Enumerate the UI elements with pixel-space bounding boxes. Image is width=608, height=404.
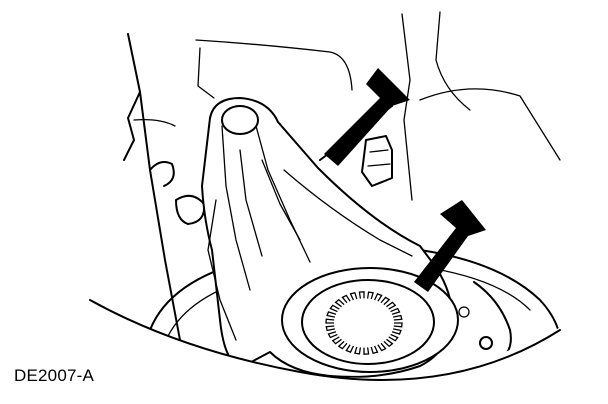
spline-tooth bbox=[380, 296, 391, 306]
spline-tooth bbox=[325, 318, 335, 324]
spline-tooth bbox=[377, 342, 387, 352]
spline-tooth bbox=[349, 291, 358, 301]
spline-tooth bbox=[337, 340, 348, 350]
spline-tooth bbox=[370, 345, 379, 355]
spline-tooth bbox=[366, 291, 374, 300]
view-boundary-arc bbox=[89, 299, 561, 381]
spline-tooth bbox=[345, 344, 354, 353]
spline-teeth bbox=[325, 291, 403, 355]
spline-tooth bbox=[386, 301, 397, 310]
spline-tooth bbox=[374, 293, 383, 302]
spline-tooth bbox=[325, 325, 336, 332]
spline-tooth bbox=[334, 298, 345, 308]
arrow-pointer-icon bbox=[414, 200, 486, 292]
spline-tooth bbox=[358, 291, 365, 299]
spline-tooth bbox=[391, 328, 402, 335]
spline-tooth bbox=[390, 307, 401, 315]
spline-tooth bbox=[393, 322, 403, 328]
spline-tooth bbox=[329, 304, 340, 313]
figure-label: DE2007-A bbox=[14, 366, 95, 385]
arrow-pointer-icon bbox=[319, 68, 410, 166]
spline-tooth bbox=[363, 347, 370, 355]
spline-tooth bbox=[326, 311, 337, 318]
spline-tooth bbox=[383, 338, 394, 348]
spline-tooth bbox=[341, 294, 351, 304]
bracket-assembly bbox=[201, 97, 459, 378]
spline-tooth bbox=[388, 333, 399, 342]
spline-tooth bbox=[392, 314, 403, 321]
spline-tooth bbox=[331, 336, 342, 345]
spline-tooth bbox=[354, 346, 362, 355]
spline-tooth bbox=[327, 331, 338, 339]
